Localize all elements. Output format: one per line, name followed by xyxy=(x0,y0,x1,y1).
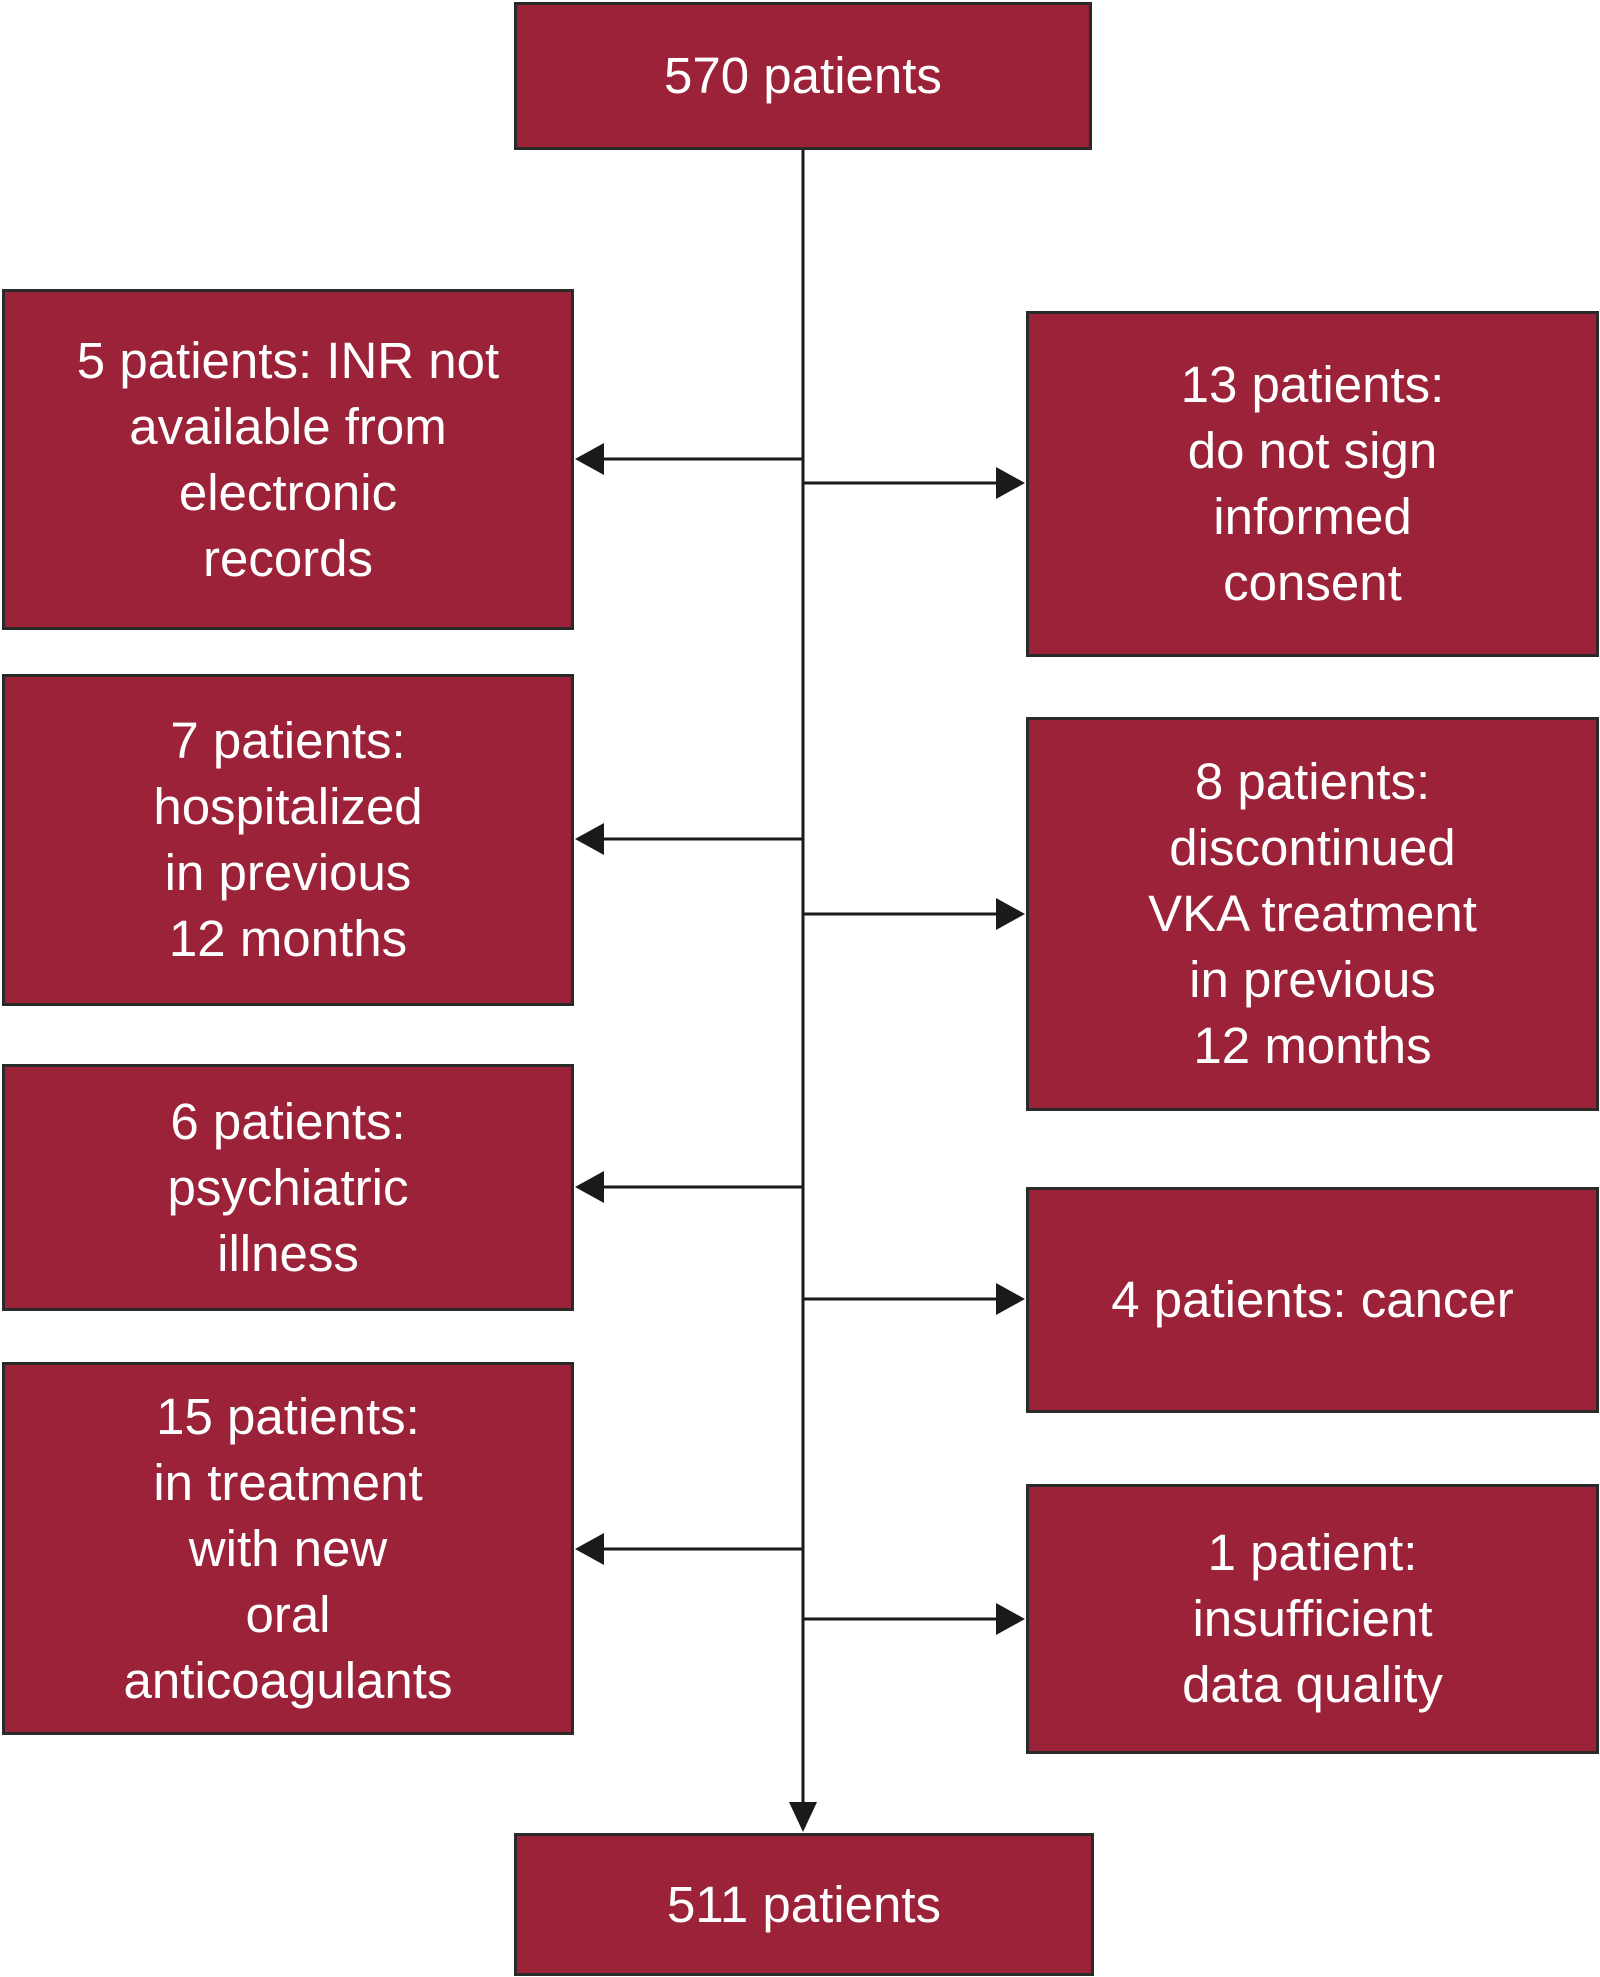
exclusion-label: 15 patients: in treatment with new oral … xyxy=(123,1387,453,1709)
exclusion-box-hospitalized: 7 patients: hospitalized in previous 12 … xyxy=(2,674,574,1006)
arrowhead-left-1 xyxy=(575,443,604,475)
arrowhead-right-1 xyxy=(996,467,1025,499)
arrowhead-left-3 xyxy=(575,1171,604,1203)
exclusion-label: 8 patients: discontinued VKA treatment i… xyxy=(1148,753,1477,1074)
arrowhead-right-2 xyxy=(996,898,1025,930)
exclusion-box-discontinued-vka: 8 patients: discontinued VKA treatment i… xyxy=(1026,717,1599,1111)
arrowhead-left-4 xyxy=(575,1533,604,1565)
arrowhead-left-2 xyxy=(575,823,604,855)
final-population-label: 511 patients xyxy=(666,1875,942,1933)
exclusion-label: 13 patients: do not sign informed consen… xyxy=(1180,356,1445,611)
exclusion-box-inr-not-available: 5 patients: INR not available from elect… xyxy=(2,289,574,630)
exclusion-box-psychiatric-illness: 6 patients: psychiatric illness xyxy=(2,1064,574,1311)
exclusion-box-insufficient-data: 1 patient: insufficient data quality xyxy=(1026,1484,1599,1754)
exclusion-label: 7 patients: hospitalized in previous 12 … xyxy=(153,712,423,967)
start-population-box: 570 patients xyxy=(514,2,1092,150)
exclusion-label: 4 patients: cancer xyxy=(1111,1271,1514,1328)
arrowhead-right-4 xyxy=(996,1603,1025,1635)
arrowhead-right-3 xyxy=(996,1283,1025,1315)
final-population-box: 511 patients xyxy=(514,1833,1094,1976)
start-population-label: 570 patients xyxy=(664,47,942,104)
exclusion-label: 1 patient: insufficient data quality xyxy=(1182,1524,1443,1713)
exclusion-label: 6 patients: psychiatric illness xyxy=(167,1092,409,1282)
exclusion-box-cancer: 4 patients: cancer xyxy=(1026,1187,1599,1413)
exclusion-label: 5 patients: INR not available from elect… xyxy=(76,331,500,587)
exclusion-box-no-informed-consent: 13 patients: do not sign informed consen… xyxy=(1026,311,1599,657)
main-flow-arrowhead xyxy=(789,1802,817,1832)
exclusion-box-new-oral-anticoagulants: 15 patients: in treatment with new oral … xyxy=(2,1362,574,1735)
